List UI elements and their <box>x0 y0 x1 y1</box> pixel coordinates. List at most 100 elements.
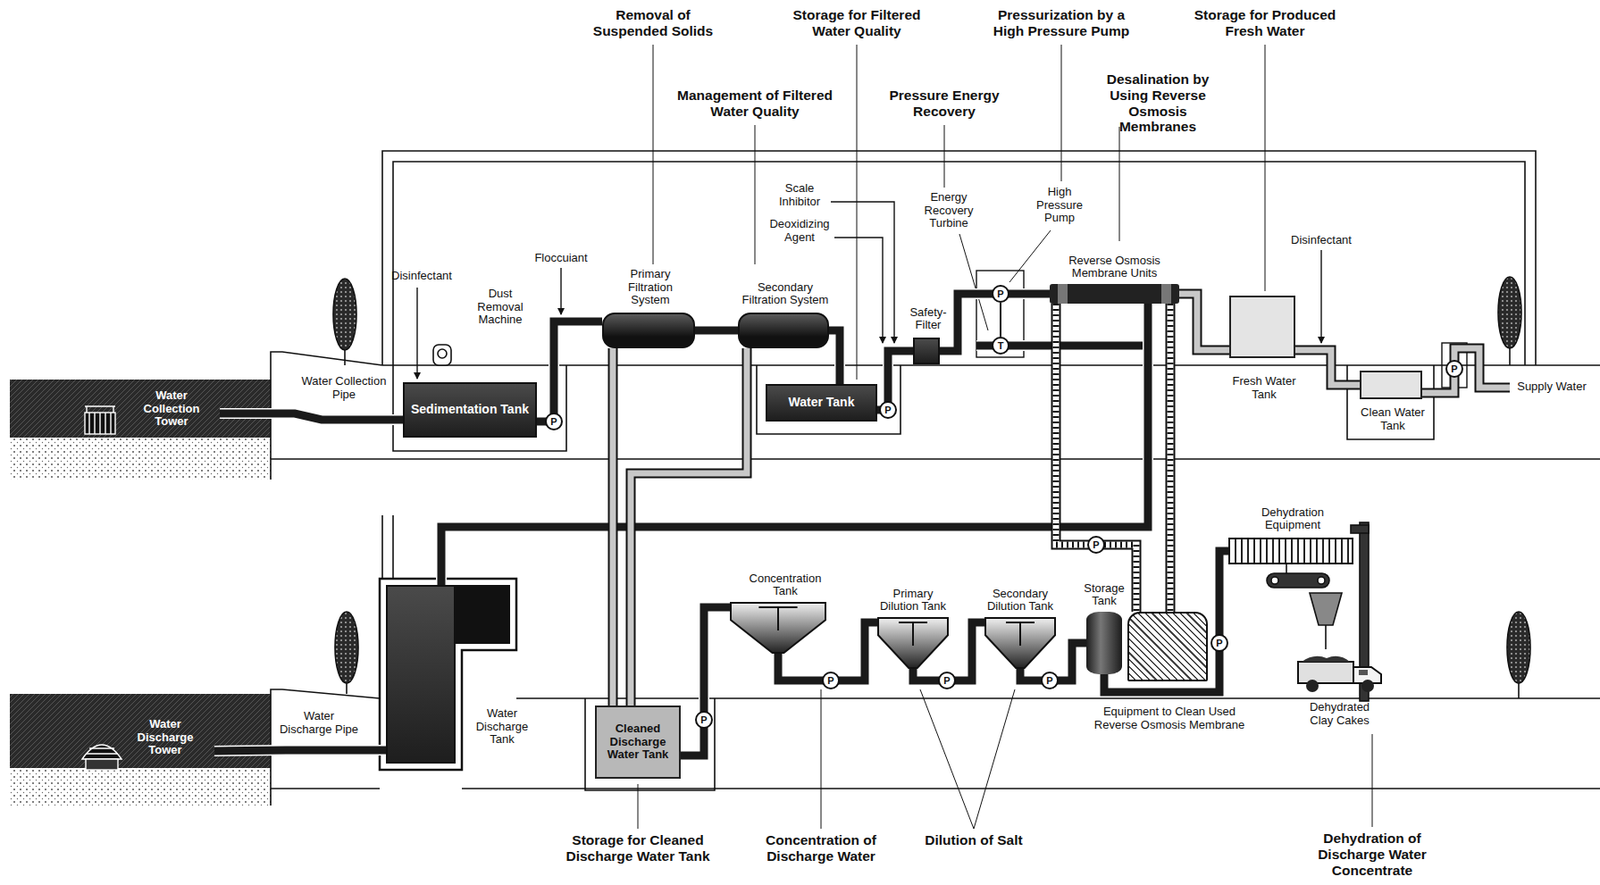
equipment-box: Water Discharge Tower <box>116 714 215 762</box>
pipe-stroke <box>695 326 738 336</box>
pipe-stroke <box>1055 303 1137 612</box>
pipe-stroke <box>1165 303 1176 612</box>
pipe-stroke <box>441 303 1148 586</box>
equipment-box: Concentration Tank <box>729 602 827 654</box>
process-heading: Management of Filtered Water Quality <box>674 87 836 120</box>
pipe-stroke <box>214 750 386 752</box>
equipment-box: Sedimentation Tank <box>402 382 537 438</box>
process-heading: Storage for Cleaned Discharge Water Tank <box>557 832 719 865</box>
process-heading: Pressurization by a High Pressure Pump <box>988 7 1136 40</box>
process-heading: Dehydration of Discharge Water Concentra… <box>1312 830 1433 879</box>
pump-symbol: P <box>1445 360 1464 378</box>
equipment-box: Cleaned Discharge Water Tank <box>594 705 681 780</box>
process-heading: Storage for Produced Fresh Water <box>1182 7 1349 40</box>
pump-symbol: P <box>695 711 713 729</box>
pipe-stroke <box>680 607 730 756</box>
pipe-connector <box>214 750 386 752</box>
pump-symbol: T <box>991 336 1010 355</box>
pipe-connector <box>219 413 403 420</box>
equipment-label: Fresh Water Tank <box>1228 375 1300 402</box>
pipe-connector <box>1179 293 1230 351</box>
process-heading: Dilution of Salt <box>911 832 1037 849</box>
equipment-label: Water Discharge Tank <box>470 707 534 747</box>
part-label: Floccuiant <box>525 251 597 266</box>
pipe-stroke <box>536 321 603 422</box>
equipment-box: Dehydrated Clay Cakes <box>1296 653 1383 695</box>
pump-symbol: P <box>991 284 1010 303</box>
part-label: Disinfectant <box>381 269 462 284</box>
equipment-box: Reverse Osmosis Membrane Units <box>1049 284 1180 304</box>
pipe-connector <box>1055 303 1137 612</box>
pipe-stroke <box>1055 303 1137 612</box>
equipment-box: Safety- Filter <box>913 337 940 365</box>
pipe-connector <box>695 330 738 332</box>
equipment-box: Water Tank <box>765 384 878 422</box>
equipment-label: Storage Tank <box>1079 582 1130 609</box>
pipe-stroke <box>1295 350 1360 386</box>
equipment-box: Water Collection Tower <box>123 385 220 433</box>
pipe-stroke <box>829 330 840 385</box>
equipment-label: Water Tank <box>785 395 859 411</box>
equipment-label: Secondary Filtration System <box>740 281 830 308</box>
equipment-label: Concentration Tank <box>740 572 830 599</box>
equipment-label: Water Collection Tower <box>123 389 220 429</box>
equipment-box: Primary Filtration System <box>602 312 696 349</box>
equipment-label: Clean Water Tank <box>1357 406 1429 433</box>
pipe-stroke <box>1179 293 1230 351</box>
pipe-stroke <box>214 750 386 752</box>
part-label: Dust Removal Machine <box>471 287 529 327</box>
pipe-stroke <box>610 348 617 706</box>
pipe-stroke <box>630 348 747 706</box>
pump-symbol: P <box>1087 536 1106 554</box>
process-heading: Storage for Filtered Water Quality <box>779 7 936 40</box>
pipe-stroke <box>608 348 619 706</box>
equipment-label: Cleaned Discharge Water Tank <box>596 722 679 763</box>
equipment-label: Secondary Dilution Tank <box>980 587 1061 614</box>
pipe-stroke <box>630 348 747 706</box>
part-label: Energy Recovery Turbine <box>919 191 979 231</box>
pipe-connector <box>441 303 1148 586</box>
pipe-connector <box>877 351 914 411</box>
pipe-stroke <box>829 330 840 385</box>
pipe-connector <box>612 348 614 706</box>
equipment-box: Secondary Dilution Tank <box>984 617 1056 670</box>
equipment-box: Equipment to Clean Used Reverse Osmosis … <box>1127 611 1208 682</box>
equipment-box: Storage Tank <box>1086 611 1123 675</box>
pipe-connector <box>630 348 747 706</box>
part-label: Water Collection Pipe <box>299 375 389 402</box>
pipe-stroke <box>695 325 738 336</box>
process-heading: Pressure Energy Recovery <box>884 87 1006 120</box>
equipment-label: Dehydration Equipment <box>1243 506 1342 533</box>
pipe-stroke <box>536 321 603 422</box>
pump-symbol: P <box>1210 634 1229 653</box>
equipment-box: Secondary Filtration System <box>737 312 830 349</box>
pipe-stroke <box>1167 303 1174 612</box>
pump-symbol: P <box>821 671 840 690</box>
equipment-label: Primary Filtration System <box>609 268 692 308</box>
pipe-connector <box>1295 350 1360 386</box>
process-heading: Concentration of Discharge Water <box>758 832 884 865</box>
equipment-box: Clean Water Tank <box>1359 370 1423 400</box>
equipment-box: Primary Dilution Tank <box>877 617 949 670</box>
equipment-label: Safety- Filter <box>901 306 955 333</box>
pipe-stroke <box>1167 303 1174 612</box>
equipment-label: Dehydrated Clay Cakes <box>1304 701 1376 728</box>
pump-symbol: P <box>879 401 897 419</box>
part-label: Deoxidizing Agent <box>763 217 836 244</box>
process-heading: Removal of Suspended Solids <box>586 7 721 40</box>
part-label: High Pressure Pump <box>1030 185 1090 226</box>
pipe-stroke <box>680 607 730 756</box>
pipe-connector <box>536 321 603 422</box>
pipe-stroke <box>441 303 1148 586</box>
pipe-stroke <box>877 351 914 411</box>
pipe-stroke <box>877 351 914 411</box>
pipe-stroke <box>219 413 403 420</box>
pump-symbol: P <box>938 671 956 690</box>
pump-symbol: P <box>1040 671 1059 690</box>
equipment-label: Water Discharge Tower <box>116 718 215 758</box>
equipment-label: Reverse Osmosis Membrane Units <box>1061 254 1169 281</box>
equipment-box: Water Discharge Tank <box>385 585 456 764</box>
pipe-stroke <box>219 413 403 420</box>
